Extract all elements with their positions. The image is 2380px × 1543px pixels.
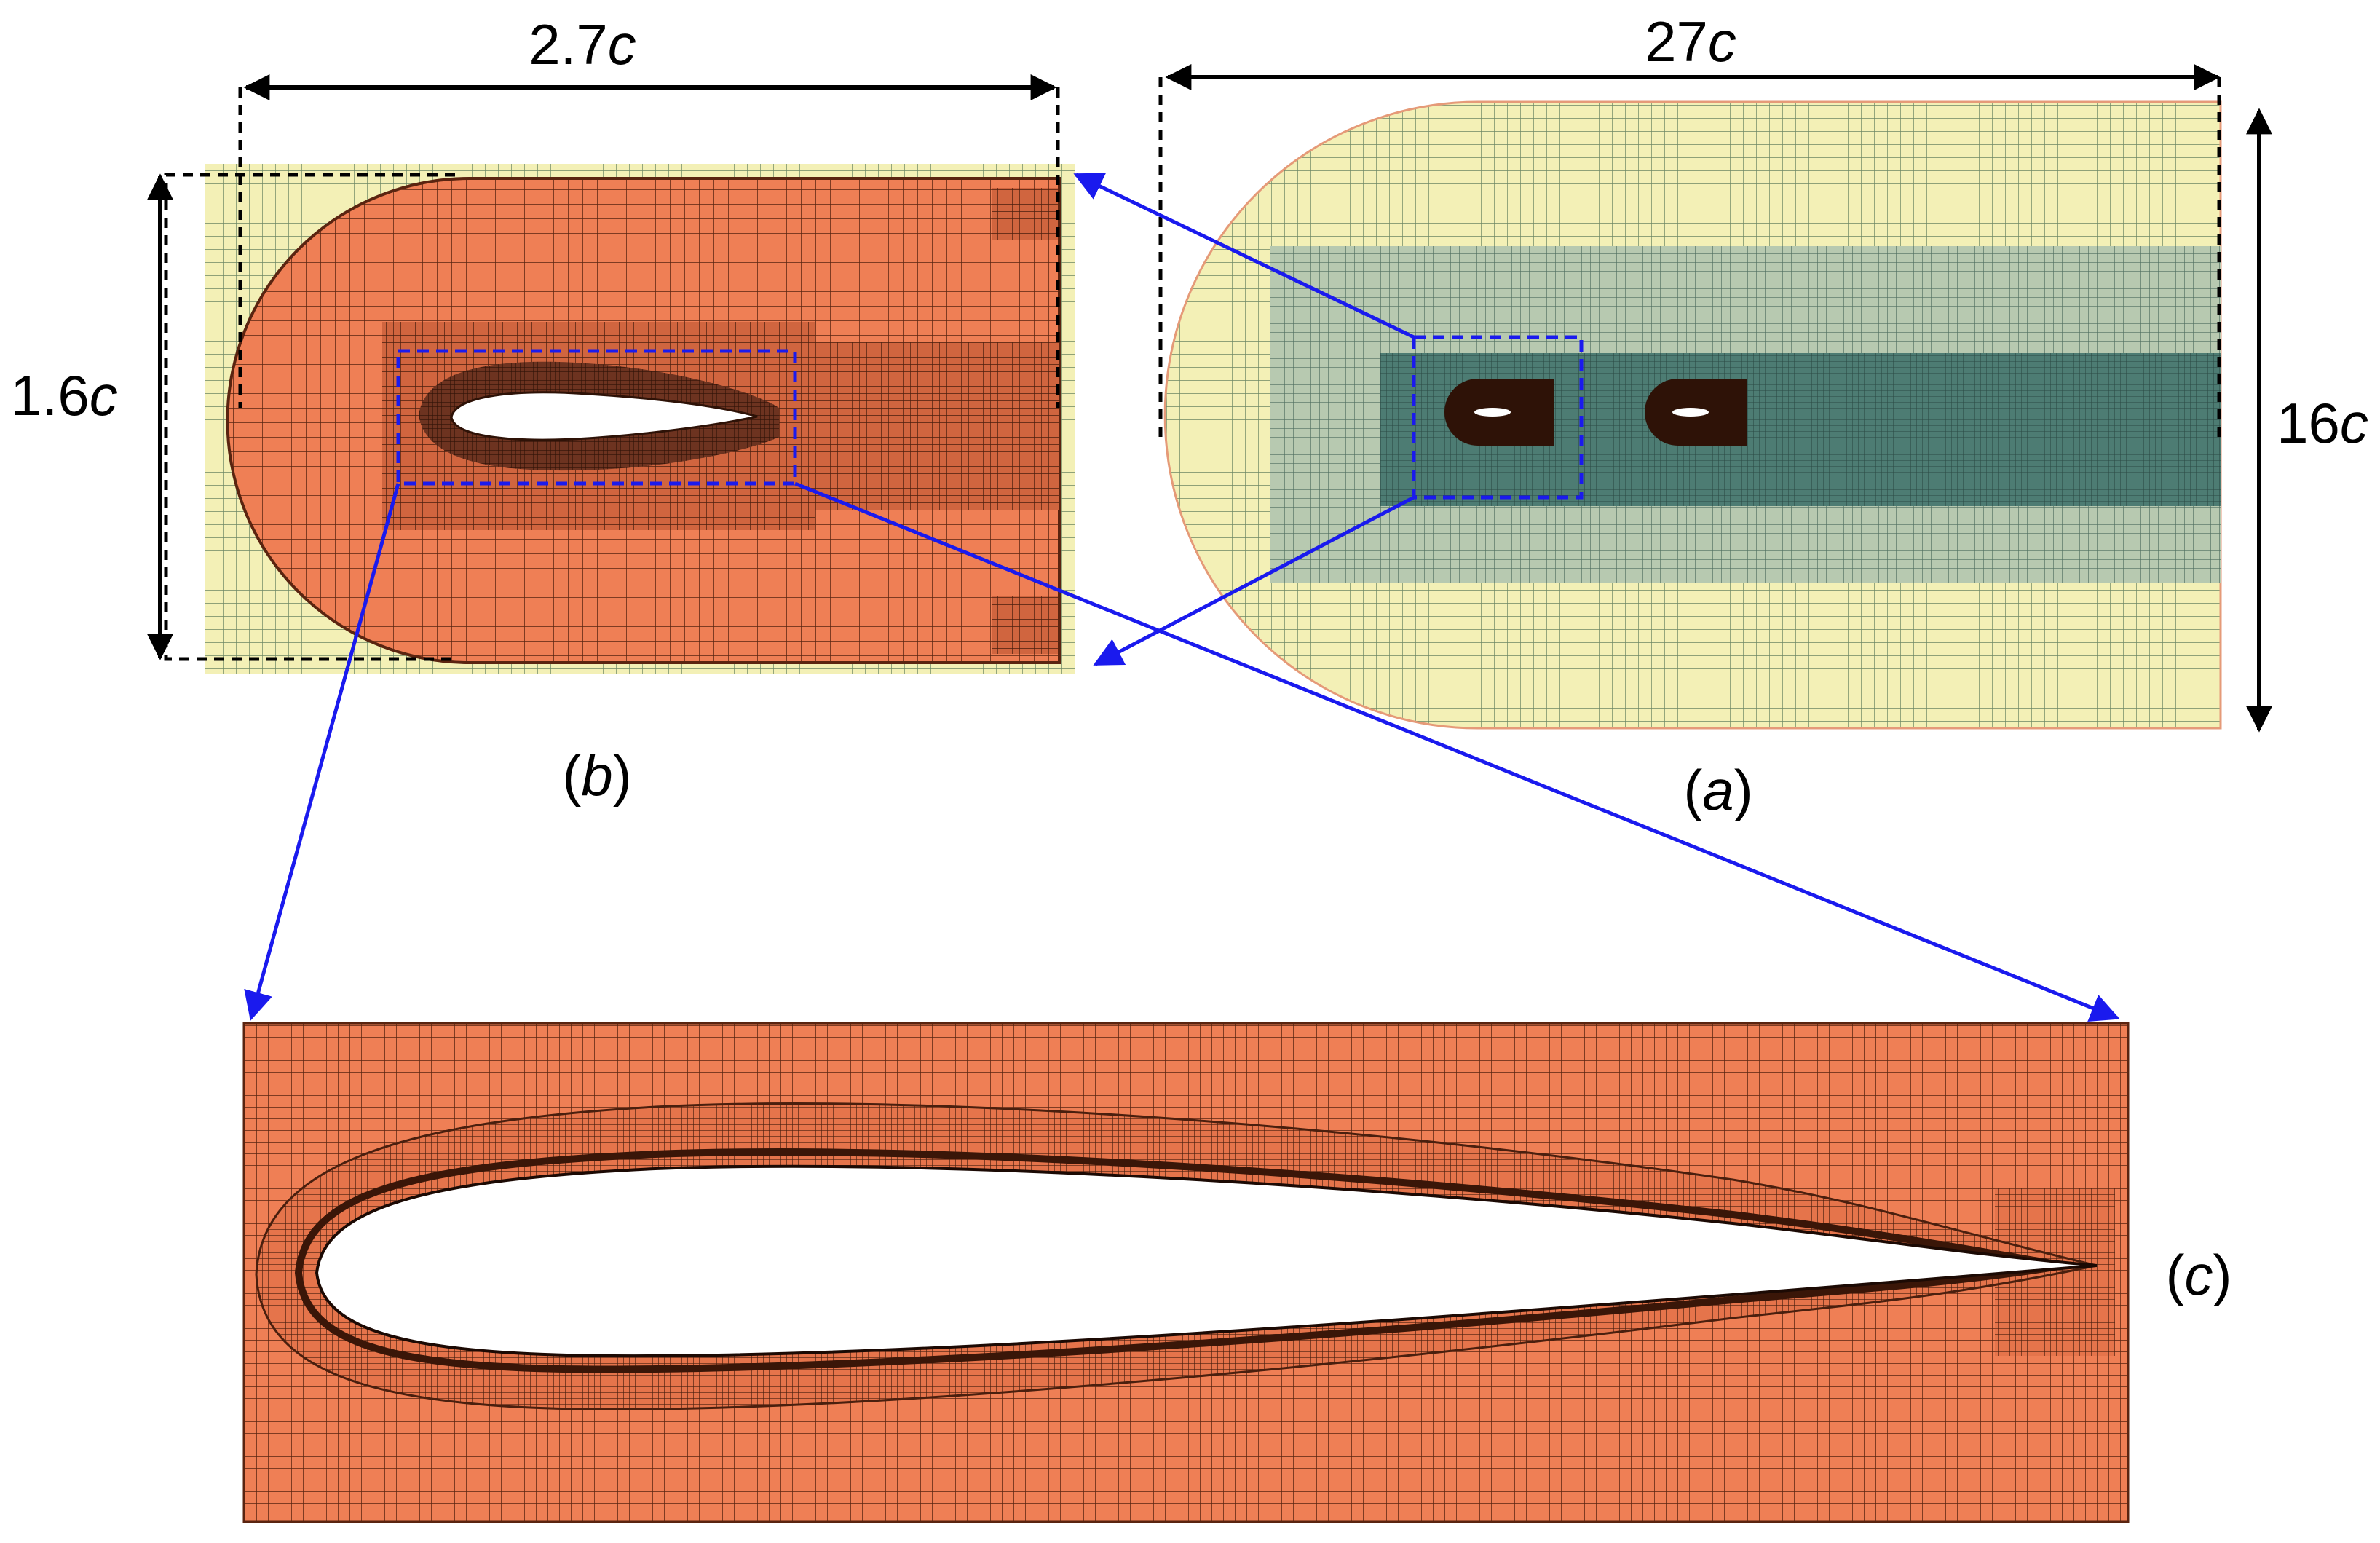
panel-b	[147, 74, 1075, 674]
panel-b-airfoil	[450, 391, 758, 441]
arrow-a-to-b-bottom	[1093, 495, 1415, 666]
panel-b-corner-patch-bottom	[992, 596, 1058, 654]
panel-label-c: (c)	[2166, 1243, 2232, 1307]
panel-c	[242, 1022, 2130, 1523]
height-label-b: 1.6c	[10, 363, 117, 427]
arrow-b-to-c-right	[794, 481, 2120, 1022]
width-label-a: 27c	[1645, 9, 1736, 74]
panel-a-airfoil-2	[1645, 379, 1747, 446]
panel-b-corner-patch-top	[992, 188, 1058, 240]
panel-label-a: (a)	[1683, 758, 1752, 822]
height-label-a: 16c	[2277, 391, 2368, 455]
panel-a-airfoil-1	[1444, 379, 1554, 446]
arrow-b-to-c-left	[244, 483, 400, 1021]
width-label-b: 2.7c	[529, 12, 636, 76]
arrow-a-to-b-top	[1073, 173, 1415, 339]
zoom-arrows	[244, 173, 2120, 1022]
panel-label-b: (b)	[562, 743, 631, 808]
panel-a-zoom-box	[1412, 335, 1584, 500]
panel-b-zoom-box	[396, 349, 797, 486]
panel-b-wake-refinement	[815, 342, 1059, 510]
panel-c-airfoil	[315, 1164, 2098, 1358]
panel-a	[1158, 64, 2272, 733]
